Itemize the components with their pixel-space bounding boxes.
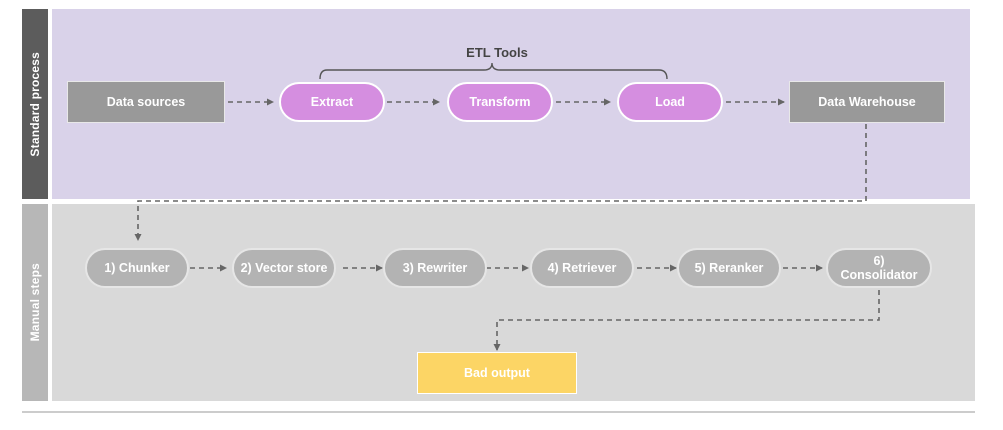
node-label: Data Warehouse <box>818 94 916 109</box>
node-transform[interactable]: Transform <box>447 82 553 122</box>
node-load[interactable]: Load <box>617 82 723 122</box>
node-label: Bad output <box>464 365 530 380</box>
node-label: 6) Consolidator <box>840 253 918 282</box>
lane-label-standard-process: Standard process <box>28 51 42 157</box>
node-data-sources[interactable]: Data sources <box>67 81 225 123</box>
etl-tools-label: ETL Tools <box>466 45 528 60</box>
node-label: 4) Retriever <box>547 260 617 275</box>
node-label: Transform <box>469 94 531 109</box>
lane-header-manual-steps: Manual steps <box>22 204 48 401</box>
node-data-warehouse[interactable]: Data Warehouse <box>789 81 945 123</box>
node-label: Load <box>655 94 685 109</box>
footer-divider <box>22 411 975 413</box>
node-rewriter[interactable]: 3) Rewriter <box>383 248 487 288</box>
node-chunker[interactable]: 1) Chunker <box>85 248 189 288</box>
node-label: 5) Reranker <box>694 260 764 275</box>
node-label: 1) Chunker <box>104 260 170 275</box>
node-reranker[interactable]: 5) Reranker <box>677 248 781 288</box>
node-label: 3) Rewriter <box>402 260 468 275</box>
node-consolidator[interactable]: 6) Consolidator <box>826 248 932 288</box>
lane-header-standard-process: Standard process <box>22 9 48 199</box>
node-vector-store[interactable]: 2) Vector store <box>232 248 336 288</box>
node-label: 2) Vector store <box>240 260 328 275</box>
node-label: Extract <box>310 94 354 109</box>
node-bad-output[interactable]: Bad output <box>417 352 577 394</box>
node-retriever[interactable]: 4) Retriever <box>530 248 634 288</box>
lane-label-manual-steps: Manual steps <box>28 263 42 342</box>
node-extract[interactable]: Extract <box>279 82 385 122</box>
node-label: Data sources <box>106 94 186 109</box>
